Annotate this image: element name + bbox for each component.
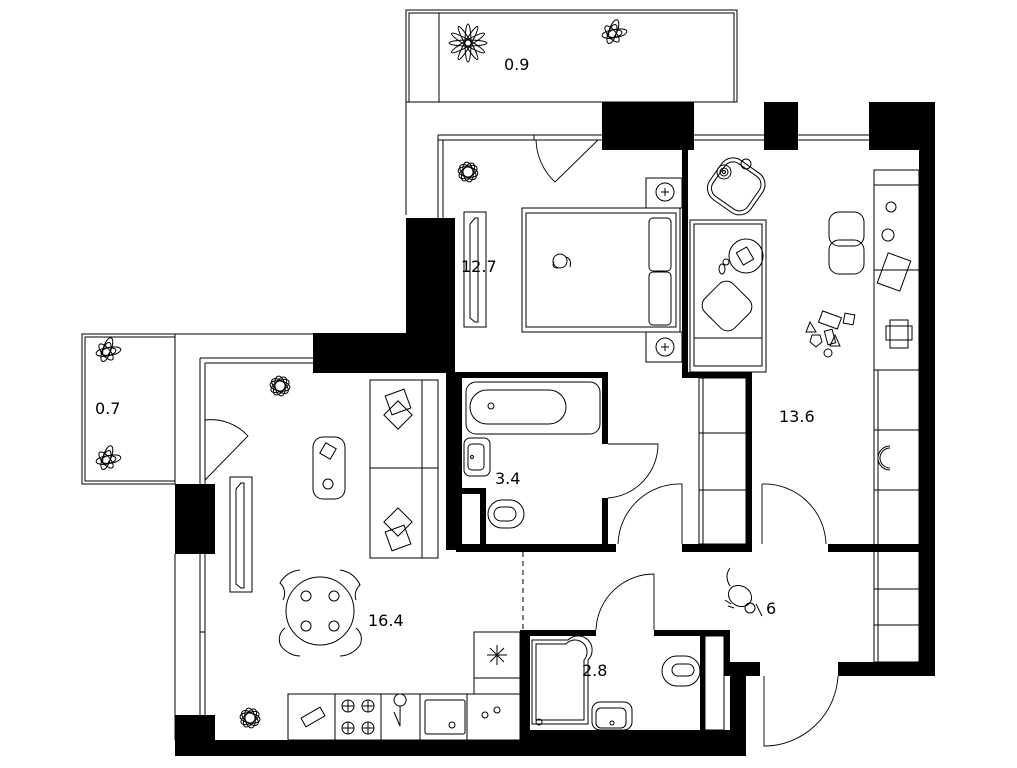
area-label-balcony-top: 0.9 <box>504 55 529 74</box>
living-kitchen: 16.4 <box>229 375 521 741</box>
balcony-left: 0.7 <box>81 333 315 485</box>
area-label-bedroom: 12.7 <box>461 257 497 276</box>
load-bearing-walls <box>175 102 935 756</box>
doors <box>204 139 839 747</box>
sink-icon <box>591 701 633 731</box>
dog-icon <box>724 567 763 617</box>
kids-room: 13.6 <box>689 157 920 471</box>
area-label-hallway: 6 <box>766 599 776 618</box>
plant-icon <box>448 23 488 63</box>
water-drop-icon <box>393 693 407 727</box>
cat-icon <box>552 253 571 269</box>
plant-icon <box>269 375 291 397</box>
dining-table-icon <box>278 569 362 657</box>
sink-icon <box>424 699 466 735</box>
coffee-table <box>312 436 346 500</box>
chair <box>828 211 865 247</box>
stove-icon <box>341 699 375 735</box>
bedroom: 12.7 <box>457 161 683 363</box>
area-label-balcony-left: 0.7 <box>95 399 120 418</box>
bathtub-icon <box>465 381 601 435</box>
shower-room: 2.8 <box>531 635 725 731</box>
fridge-snowflake-icon <box>487 645 507 665</box>
toilet-icon <box>661 655 701 687</box>
area-label-bathroom: 3.4 <box>495 469 520 488</box>
plant-icon <box>239 707 261 729</box>
chair <box>828 239 865 275</box>
shower-tray-icon <box>531 635 593 725</box>
sofa-icon <box>369 379 439 559</box>
area-label-kids-room: 13.6 <box>779 407 815 426</box>
tv-unit <box>229 476 253 593</box>
plant-icon <box>95 337 122 362</box>
hallway: 6 <box>724 567 776 618</box>
balcony-top: 0.9 <box>405 9 738 215</box>
area-label-living: 16.4 <box>368 611 404 630</box>
plant-icon <box>601 19 628 44</box>
double-bed-icon <box>521 177 683 363</box>
plant-icon <box>95 445 122 470</box>
teddy-bear-icon <box>718 258 730 275</box>
plant-icon <box>457 161 479 183</box>
toilet-icon <box>487 499 525 529</box>
area-label-shower: 2.8 <box>582 661 607 680</box>
kids-bed <box>689 219 767 373</box>
toys-icon <box>805 310 856 358</box>
armchair-icon <box>706 157 766 216</box>
kitchen-counter <box>287 631 521 741</box>
cutting-board-icon <box>300 706 326 728</box>
bathroom: 3.4 <box>463 381 601 529</box>
